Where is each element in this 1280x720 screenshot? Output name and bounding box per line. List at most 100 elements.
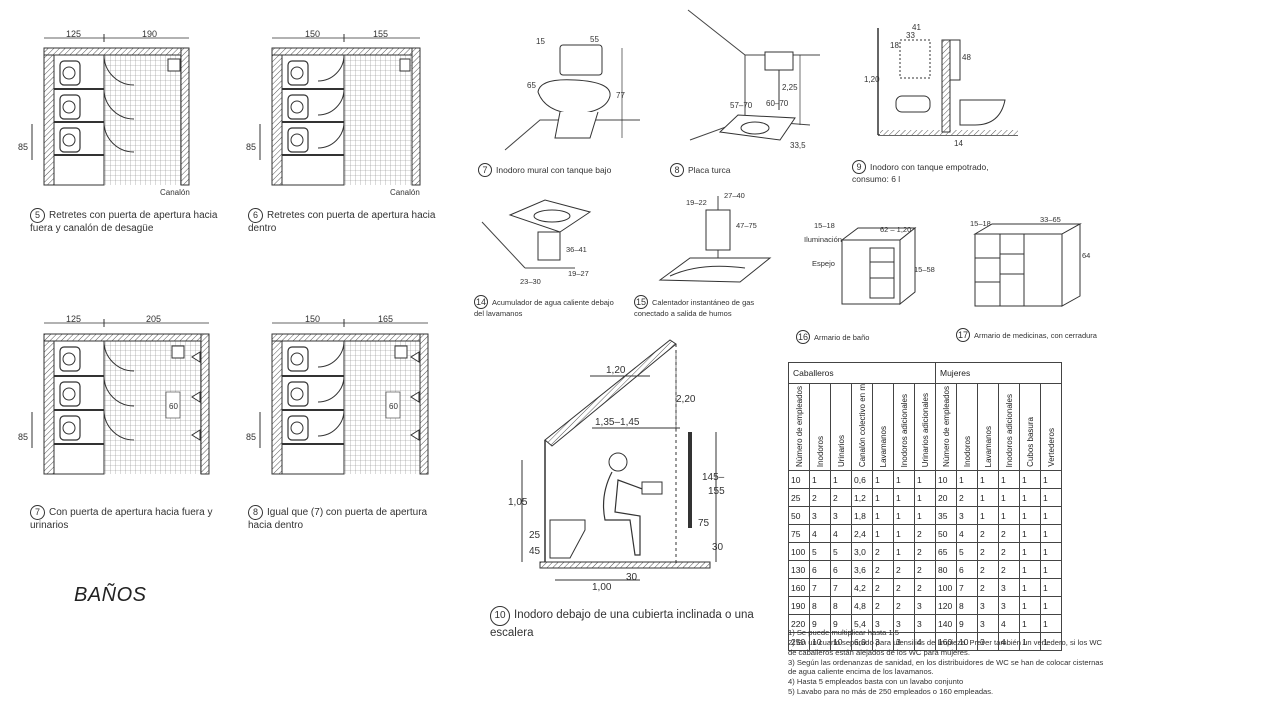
header-men-3-label: Canalón colectivo en m (857, 384, 867, 468)
table-cell: 3 (977, 596, 999, 616)
fixture-14-number: 14 (474, 295, 488, 309)
header-men-4-label: Lavamanos (878, 425, 888, 468)
svg-text:15–58: 15–58 (914, 265, 935, 274)
table-cell: 100 (935, 578, 957, 598)
table-cell: 4 (956, 524, 978, 544)
table-cell: 1 (893, 542, 915, 562)
table-cell: 1 (1019, 470, 1041, 490)
svg-text:85: 85 (18, 142, 28, 152)
header-men-5: Inodoros adicionales (893, 382, 915, 472)
svg-text:23–30: 23–30 (520, 277, 541, 286)
table-cell: 3 (809, 506, 831, 526)
svg-text:1,00: 1,00 (592, 582, 612, 593)
table-cell: 1 (872, 524, 894, 544)
table-cell: 1 (809, 470, 831, 490)
svg-text:1,35–1,45: 1,35–1,45 (595, 417, 640, 428)
table-cell: 2 (914, 542, 936, 562)
header-women-5: Vertederos (1040, 382, 1062, 472)
table-cell: 3 (830, 506, 852, 526)
svg-text:77: 77 (616, 91, 625, 100)
fixture-8-number: 8 (670, 163, 684, 177)
group-women: Mujeres (935, 362, 1062, 384)
table-note: 1) Se puede multiplicar hasta 1,5 (788, 628, 900, 637)
svg-text:205: 205 (146, 314, 161, 324)
svg-text:18: 18 (890, 41, 899, 50)
svg-text:Canalón: Canalón (390, 188, 420, 197)
fixture-7-text: Inodoro mural con tanque bajo (496, 165, 612, 175)
header-women-4-label: Cubos basura (1025, 417, 1035, 468)
svg-text:64: 64 (1082, 251, 1090, 260)
table-cell: 1 (830, 470, 852, 490)
fixture-7-number: 7 (478, 163, 492, 177)
svg-text:25: 25 (529, 530, 541, 541)
table-cell: 2 (872, 560, 894, 580)
table-cell: 4 (809, 524, 831, 544)
plan-6-text: Retretes con puerta de apertura hacia de… (248, 210, 436, 234)
svg-text:60: 60 (389, 402, 398, 411)
table-cell: 3,6 (851, 560, 873, 580)
table-cell: 50 (935, 524, 957, 544)
header-men-6: Urinarios adicionales (914, 382, 936, 472)
table-cell: 1 (977, 488, 999, 508)
table-cell: 8 (809, 596, 831, 616)
table-cell: 35 (935, 506, 957, 526)
table-cell: 7 (956, 578, 978, 598)
table-cell: 1 (998, 506, 1020, 526)
svg-text:85: 85 (18, 432, 28, 442)
header-women-3-label: Inodoros adicionales (1004, 393, 1014, 468)
table-cell: 2 (893, 578, 915, 598)
svg-text:60: 60 (169, 402, 178, 411)
svg-text:15: 15 (536, 37, 545, 46)
table-cell: 20 (935, 488, 957, 508)
plan-5-number: 5 (30, 208, 45, 223)
table-cell: 1 (914, 488, 936, 508)
table-cell: 6 (956, 560, 978, 580)
table-cell: 8 (830, 596, 852, 616)
fixture-15-drawing: 19–22 27–40 47–75 (658, 191, 772, 283)
table-cell: 1 (998, 488, 1020, 508)
table-cell: 1 (872, 506, 894, 526)
section-10-text: Inodoro debajo de una cubierta inclinada… (490, 609, 754, 639)
table-cell: 3,0 (851, 542, 873, 562)
table-cell: 2 (809, 488, 831, 508)
section-10-drawing: 1,20 2,20 1,35–1,45 1,05 25 45 145– 155 … (508, 339, 725, 593)
fixture-16-text: Armario de baño (814, 333, 870, 342)
table-cell: 6 (830, 560, 852, 580)
table-cell: 8 (956, 596, 978, 616)
fixture-14-drawing: 36–41 19–27 23–30 (481, 199, 592, 286)
header-women-0-label: Número de empleados (941, 386, 951, 468)
svg-text:85: 85 (246, 142, 256, 152)
table-cell: 1,2 (851, 488, 873, 508)
table-cell: 10 (935, 470, 957, 490)
group-men: Caballeros (788, 362, 936, 384)
svg-text:15–18: 15–18 (814, 221, 835, 230)
header-men-2-label: Urinarios (836, 435, 846, 468)
header-men-6-label: Urinarios adicionales (920, 392, 930, 468)
table-cell: 5 (809, 542, 831, 562)
plan-8-number: 8 (248, 505, 263, 520)
svg-text:2,25: 2,25 (782, 83, 798, 92)
table-cell: 1 (1019, 506, 1041, 526)
header-men-4: Lavamanos (872, 382, 894, 472)
table-cell: 2,4 (851, 524, 873, 544)
table-cell: 2 (872, 596, 894, 616)
svg-text:55: 55 (590, 35, 599, 44)
table-cell: 5 (956, 542, 978, 562)
table-cell: 1 (1040, 488, 1062, 508)
svg-text:30: 30 (712, 542, 724, 553)
fixture-9-text: Inodoro con tanque empotrado, consumo: 6… (852, 162, 989, 184)
table-cell: 6 (809, 560, 831, 580)
table-cell: 2 (977, 560, 999, 580)
